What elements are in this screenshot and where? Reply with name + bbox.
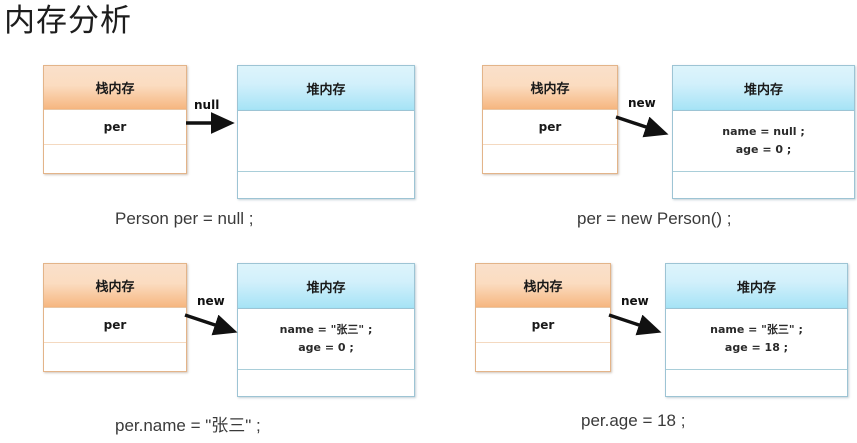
variable-name: per xyxy=(531,318,555,332)
reference-arrow-1: null xyxy=(186,98,242,136)
stack-memory-box: 栈内存 per xyxy=(43,65,187,174)
panel-caption: Person per = null ; xyxy=(115,209,254,228)
heap-row-empty xyxy=(666,370,847,396)
heap-field-name: name = null ; xyxy=(722,125,805,138)
stack-row-variable: per xyxy=(476,308,610,343)
heap-row-object: name = "张三" ; age = 0 ; xyxy=(238,309,414,370)
panel-caption: per.name = "张三" ; xyxy=(115,416,261,435)
heap-field-age: age = 0 ; xyxy=(298,341,354,354)
memory-panel-2: 栈内存 per 堆内存 name = null ; age = 0 ; new … xyxy=(482,65,855,228)
stack-row-variable: per xyxy=(44,110,186,145)
heap-object-fields: name = "张三" ; age = 0 ; xyxy=(280,321,373,357)
variable-name: per xyxy=(103,318,127,332)
arrow-label: new xyxy=(197,294,225,308)
arrow-straight-icon xyxy=(186,112,235,134)
heap-row-empty xyxy=(238,172,414,198)
heap-row-object: name = "张三" ; age = 18 ; xyxy=(666,309,847,370)
heap-row-empty xyxy=(238,370,414,396)
heap-field-age: age = 0 ; xyxy=(735,143,792,156)
heap-memory-box: 堆内存 xyxy=(237,65,415,199)
memory-panel-1: 栈内存 per 堆内存 null Person per = null ; xyxy=(0,0,430,240)
reference-arrow-4: new xyxy=(607,294,669,338)
arrow-label: null xyxy=(194,98,220,112)
variable-name: per xyxy=(538,120,562,134)
variable-name: per xyxy=(103,120,127,134)
heap-field-name: name = "张三" ; xyxy=(279,323,373,336)
arrow-diagonal-icon xyxy=(184,313,238,336)
page-title: 内存分析 xyxy=(4,3,132,38)
heap-memory-box: 堆内存 name = "张三" ; age = 0 ; xyxy=(237,263,415,397)
heap-object-fields: name = null ; age = 0 ; xyxy=(722,123,804,159)
heap-row-object: name = null ; age = 0 ; xyxy=(673,111,854,172)
memory-panel-3: 栈内存 per 堆内存 name = "张三" ; age = 0 ; new … xyxy=(43,263,415,435)
stack-row-empty xyxy=(476,343,610,371)
stack-row-empty xyxy=(44,343,186,371)
heap-memory-header: 堆内存 xyxy=(666,264,847,309)
heap-field-name: name = "张三" ; xyxy=(710,323,803,336)
heap-memory-header: 堆内存 xyxy=(673,66,854,111)
stack-memory-header: 栈内存 xyxy=(44,264,186,308)
stack-memory-box: 栈内存 per xyxy=(43,263,187,372)
arrow-label: new xyxy=(621,294,649,308)
heap-field-age: age = 18 ; xyxy=(724,341,789,354)
reference-arrow-2: new xyxy=(614,96,676,140)
stack-memory-header: 栈内存 xyxy=(483,66,617,110)
stack-row-empty xyxy=(483,145,617,173)
stack-memory-box: 栈内存 per xyxy=(475,263,611,372)
stack-memory-header: 栈内存 xyxy=(44,66,186,110)
stack-row-variable: per xyxy=(44,308,186,343)
arrow-label: new xyxy=(628,96,656,110)
heap-object-fields: name = "张三" ; age = 18 ; xyxy=(710,321,803,357)
stack-memory-box: 栈内存 per xyxy=(482,65,618,174)
stack-memory-header: 栈内存 xyxy=(476,264,610,308)
heap-memory-header: 堆内存 xyxy=(238,66,414,111)
heap-memory-box: 堆内存 name = null ; age = 0 ; xyxy=(672,65,855,199)
heap-row-object xyxy=(238,111,414,172)
arrow-diagonal-icon xyxy=(608,313,662,336)
stack-row-empty xyxy=(44,145,186,173)
heap-memory-header: 堆内存 xyxy=(238,264,414,309)
panel-caption: per.age = 18 ; xyxy=(581,411,686,430)
heap-memory-box: 堆内存 name = "张三" ; age = 18 ; xyxy=(665,263,848,397)
panel-caption: per = new Person() ; xyxy=(577,209,732,228)
stack-row-variable: per xyxy=(483,110,617,145)
heap-row-empty xyxy=(673,172,854,198)
arrow-diagonal-icon xyxy=(615,115,669,138)
reference-arrow-3: new xyxy=(183,294,245,338)
